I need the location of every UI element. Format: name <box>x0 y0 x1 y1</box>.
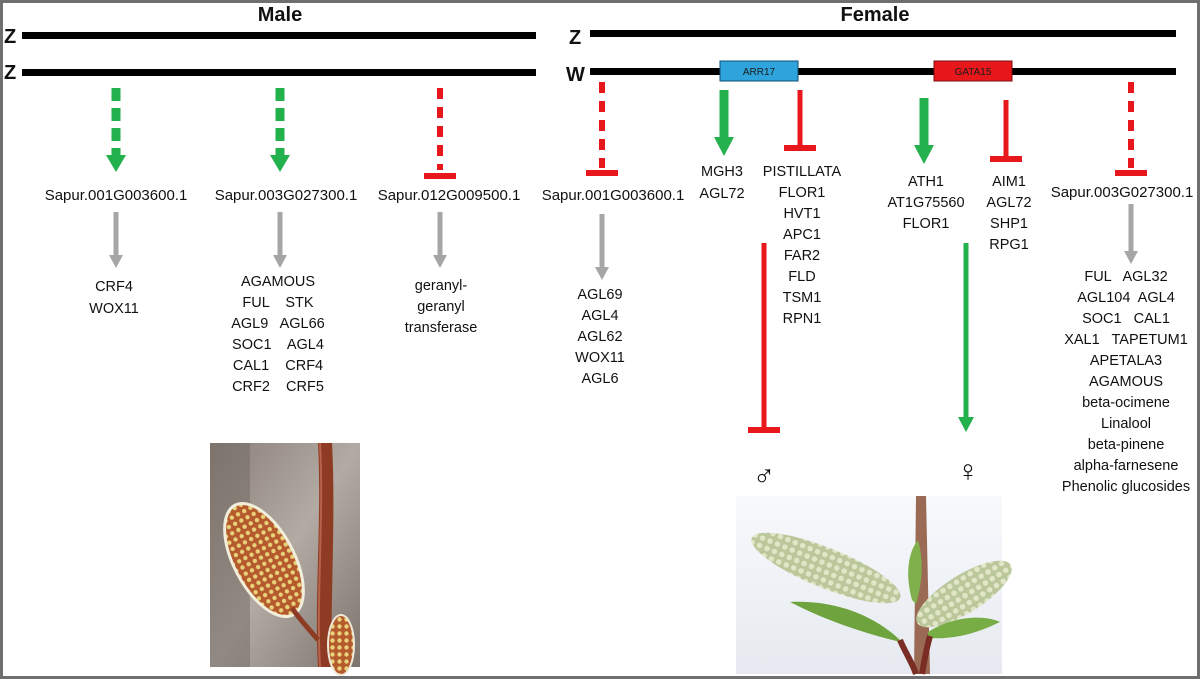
target-item: AT1G75560 <box>887 195 964 211</box>
female-symbol-icon: ♀ <box>957 455 980 488</box>
female-repression-arrow-right <box>1115 82 1147 176</box>
male-activation-arrow-1 <box>106 88 126 172</box>
target-item: FAR2 <box>784 248 820 264</box>
target-item: Phenolic glucosides <box>1062 479 1190 495</box>
arr17-label: ARR17 <box>743 67 776 78</box>
female-target-list-right: FUL AGL32 AGL104 AGL4 SOC1 CAL1 XAL1 TAP… <box>1062 269 1190 495</box>
target-item: WOX11 <box>575 350 625 366</box>
female-chromosome-label-z: Z <box>569 27 581 49</box>
target-item: SHP1 <box>990 216 1028 232</box>
male-symbol-icon: ♂ <box>753 460 776 493</box>
female-fate-activation-line <box>958 243 974 432</box>
female-target-arrow-right <box>1124 204 1138 264</box>
target-item: APETALA3 <box>1090 353 1162 369</box>
male-target-arrow-2 <box>273 212 287 268</box>
female-gene-left: Sapur.001G003600.1 <box>542 187 685 204</box>
target-item: FUL STK <box>242 295 313 311</box>
male-title: Male <box>258 4 302 26</box>
target-item: MGH3 <box>701 164 743 180</box>
target-item: transferase <box>405 320 478 336</box>
male-chromosome-label-2: Z <box>4 62 16 84</box>
male-target-list-2: AGAMOUS FUL STK AGL9 AGL66 SOC1 AGL4 CAL… <box>231 274 325 395</box>
arr17-box <box>719 60 799 82</box>
male-chromosome-label-1: Z <box>4 26 16 48</box>
gata15-activation-arrow <box>914 98 934 164</box>
male-repression-arrow-3 <box>424 88 456 179</box>
gata15-repressed-list: AIM1 AGL72 SHP1 RPG1 <box>986 174 1031 253</box>
target-item: FLD <box>788 269 815 285</box>
target-item: SOC1 CAL1 <box>1082 311 1170 327</box>
gata15-label: GATA15 <box>955 67 992 78</box>
male-target-list-1: CRF4 WOX11 <box>89 279 139 317</box>
target-item: AGL62 <box>577 329 622 345</box>
target-item: AGL69 <box>577 287 622 303</box>
male-gene-1: Sapur.001G003600.1 <box>45 187 188 204</box>
arr17-repression-arrow <box>784 90 816 151</box>
target-item: AGL72 <box>986 195 1031 211</box>
male-z-chromosome-1 <box>22 32 536 39</box>
male-fate-repression-line <box>748 243 780 433</box>
target-item: AGL72 <box>699 186 744 202</box>
male-gene-2: Sapur.003G027300.1 <box>215 187 358 204</box>
target-item: geranyl <box>417 299 465 315</box>
male-target-arrow-3 <box>433 212 447 268</box>
gata15-activated-list: ATH1 AT1G75560 FLOR1 <box>887 174 964 232</box>
target-item: AGL104 AGL4 <box>1077 290 1175 306</box>
target-item: SOC1 AGL4 <box>232 337 324 353</box>
target-item: RPN1 <box>783 311 822 327</box>
female-chromosome-label-w: W <box>566 64 585 86</box>
female-repression-arrow-left <box>586 82 618 176</box>
target-item: AGL9 AGL66 <box>231 316 325 332</box>
target-item: RPG1 <box>989 237 1029 253</box>
male-target-arrow-1 <box>109 212 123 268</box>
target-item: AGL6 <box>581 371 618 387</box>
gata15-repression-arrow <box>990 100 1022 162</box>
target-item: beta-pinene <box>1088 437 1165 453</box>
target-item: XAL1 TAPETUM1 <box>1064 332 1188 348</box>
target-item: PISTILLATA <box>763 164 842 180</box>
target-item: TSM1 <box>783 290 822 306</box>
gata15-box <box>933 60 1013 82</box>
arr17-activation-arrow <box>714 90 734 156</box>
female-z-chromosome <box>590 30 1176 37</box>
target-item: CRF4 <box>95 279 133 295</box>
target-item: geranyl- <box>415 278 468 294</box>
target-item: APC1 <box>783 227 821 243</box>
arr17-repressed-list: PISTILLATA FLOR1 HVT1 APC1 FAR2 FLD TSM1… <box>763 164 842 327</box>
male-z-chromosome-2 <box>22 69 536 76</box>
target-item: CRF2 CRF5 <box>232 379 324 395</box>
target-item: WOX11 <box>89 301 139 317</box>
target-item: FLOR1 <box>903 216 950 232</box>
male-activation-arrow-2 <box>270 88 290 172</box>
male-target-list-3: geranyl- geranyl transferase <box>405 278 478 336</box>
female-target-arrow-left <box>595 214 609 280</box>
female-catkin-photo <box>736 496 1012 676</box>
arr17-activated-list: MGH3 AGL72 <box>699 164 744 202</box>
female-target-list-left: AGL69 AGL4 AGL62 WOX11 AGL6 <box>575 287 625 387</box>
target-item: AGL4 <box>581 308 618 324</box>
target-item: FLOR1 <box>779 185 826 201</box>
target-item: ATH1 <box>908 174 944 190</box>
target-item: FUL AGL32 <box>1084 269 1167 285</box>
female-gene-right: Sapur.003G027300.1 <box>1051 184 1194 201</box>
target-item: AGAMOUS <box>1089 374 1163 390</box>
female-w-chromosome <box>590 68 1176 75</box>
male-catkin-photo <box>210 442 360 676</box>
target-item: AGAMOUS <box>241 274 315 290</box>
target-item: HVT1 <box>783 206 820 222</box>
target-item: AIM1 <box>992 174 1026 190</box>
target-item: CAL1 CRF4 <box>233 358 323 374</box>
target-item: alpha-farnesene <box>1074 458 1179 474</box>
target-item: beta-ocimene <box>1082 395 1170 411</box>
target-item: Linalool <box>1101 416 1151 432</box>
female-title: Female <box>841 4 910 26</box>
male-gene-3: Sapur.012G009500.1 <box>378 187 521 204</box>
